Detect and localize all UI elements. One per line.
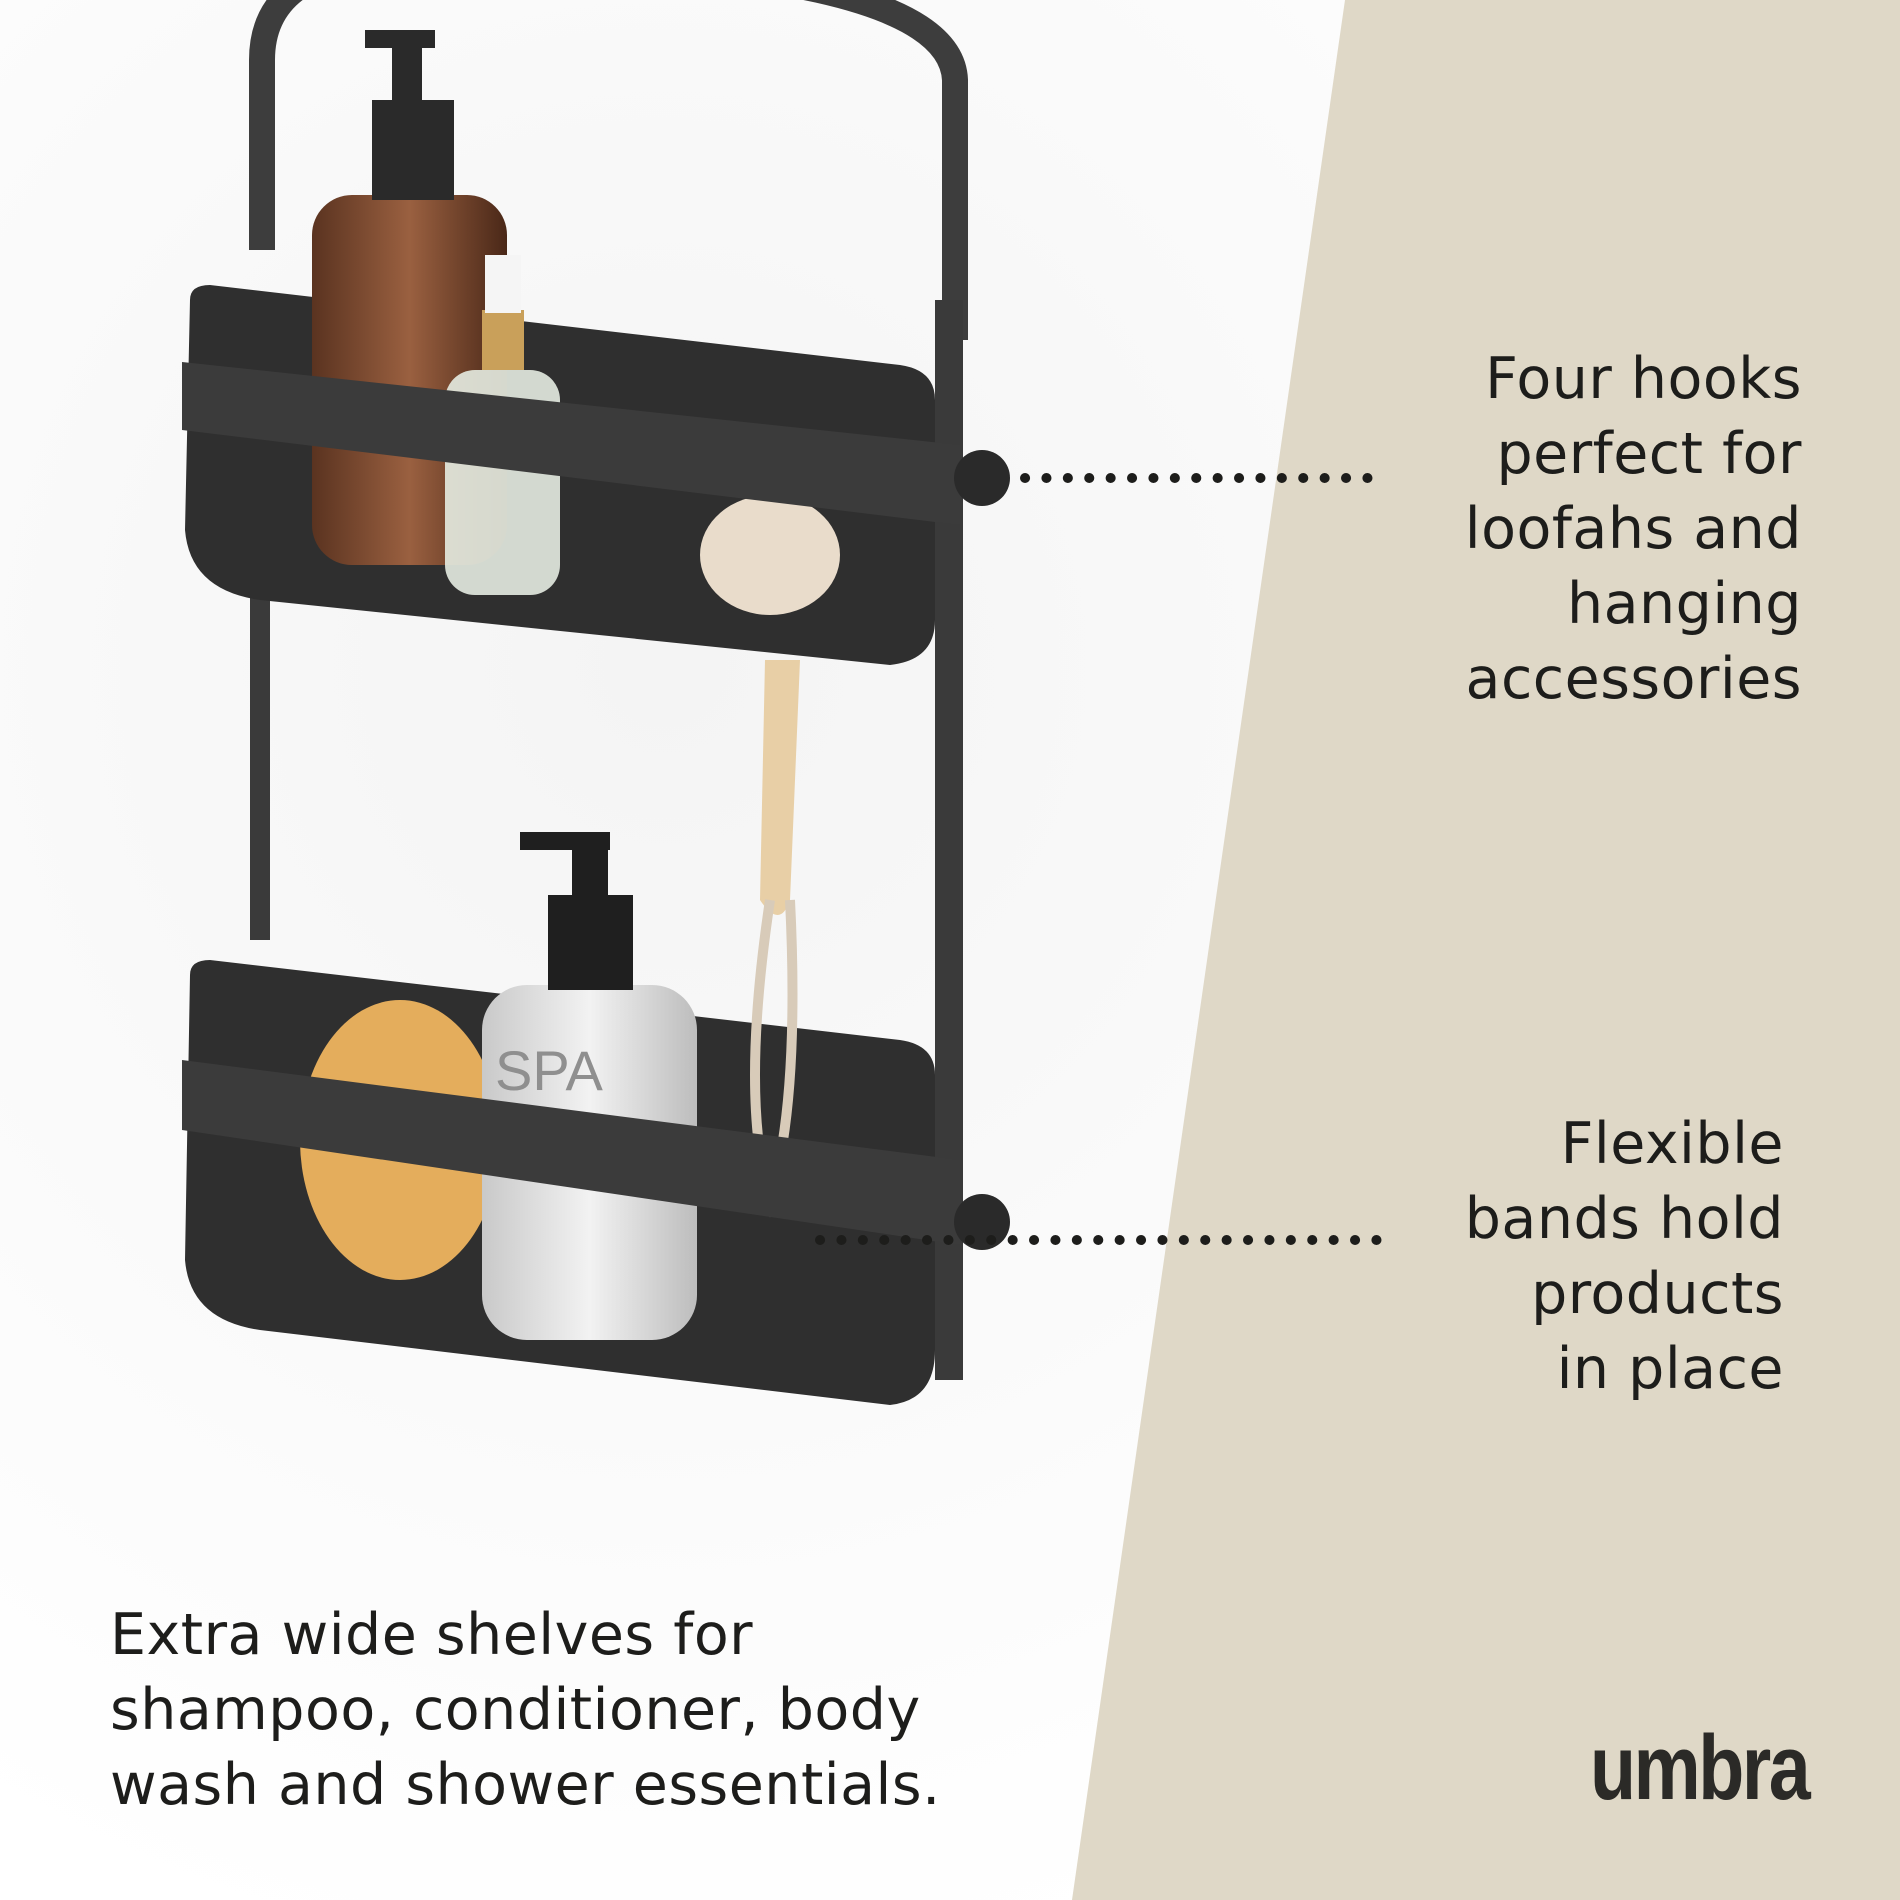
umbra-logo: umbra xyxy=(1590,1717,1811,1819)
shelves-caption: Extra wide shelves for shampoo, conditio… xyxy=(110,1598,941,1823)
feature-line: hanging xyxy=(1566,571,1802,637)
caption-line: Extra wide shelves for xyxy=(110,1602,754,1668)
feature-line: Flexible xyxy=(1560,1111,1784,1177)
feature-callout-hooks: Four hooks perfect for loofahs and hangi… xyxy=(1465,342,1802,717)
feature-line: Four hooks xyxy=(1485,346,1802,412)
feature-line: in place xyxy=(1556,1336,1784,1402)
feature-line: accessories xyxy=(1465,646,1802,712)
bottle-label: SPA xyxy=(495,1039,604,1102)
caption-line: shampoo, conditioner, body xyxy=(110,1677,921,1743)
shower-caddy-illustration xyxy=(182,0,1010,1405)
feature-line: loofahs and xyxy=(1464,496,1802,562)
feature-line: bands hold xyxy=(1464,1186,1784,1252)
caption-line: wash and shower essentials. xyxy=(110,1752,941,1818)
feature-line: products xyxy=(1531,1261,1784,1327)
feature-line: perfect for xyxy=(1496,421,1802,487)
feature-callout-bands: Flexible bands hold products in place xyxy=(1465,1107,1784,1407)
